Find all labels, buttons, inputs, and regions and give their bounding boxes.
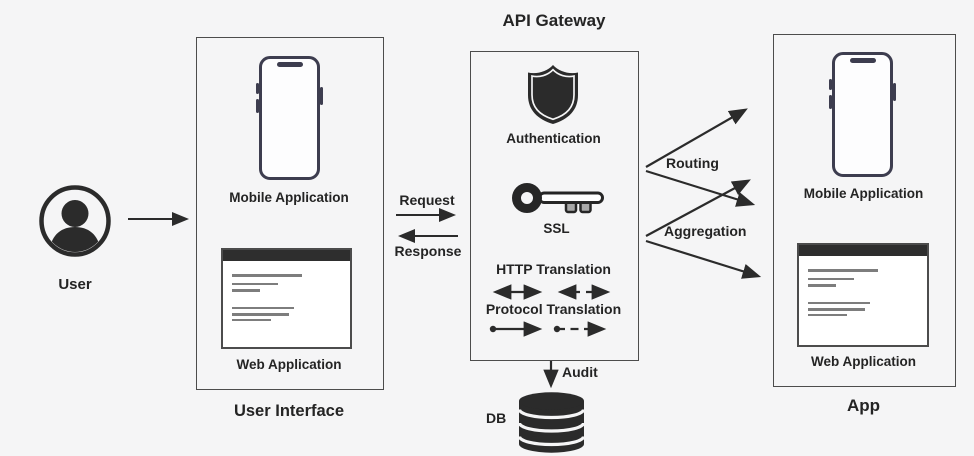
user-icon [39, 185, 111, 257]
ssl-label: SSL [543, 221, 570, 236]
app-caption: App [846, 396, 881, 415]
user-label: User [58, 276, 92, 293]
authentication-shield-icon [528, 65, 578, 124]
aggregation-arrow-down [645, 239, 762, 279]
user-interface-caption: User Interface [233, 402, 345, 420]
response-label: Response [394, 243, 462, 259]
app-web-label: Web Application [810, 354, 916, 369]
phone-notch [849, 58, 876, 63]
protocol-translation-arrows-icon [489, 321, 607, 337]
api-gateway-box [470, 51, 639, 361]
app-web-browser-icon [797, 243, 929, 347]
phone-notch [276, 62, 303, 67]
audit-label: Audit [562, 364, 598, 380]
routing-arrow-down [645, 169, 756, 207]
app-box [773, 34, 956, 387]
authentication-label: Authentication [506, 131, 601, 146]
routing-label: Routing [666, 155, 719, 171]
db-label: DB [486, 410, 507, 426]
ui-web-label: Web Application [236, 357, 342, 372]
browser-titlebar [223, 250, 350, 261]
http-translation-arrows-icon [492, 284, 611, 300]
protocol-translation-label: Protocol Translation [485, 301, 622, 317]
http-translation-label: HTTP Translation [496, 261, 611, 277]
request-label: Request [399, 192, 455, 208]
mobile-phone-icon [256, 56, 323, 180]
ssl-key-icon [512, 183, 604, 214]
database-icon [518, 392, 585, 453]
user-interface-box [196, 37, 384, 390]
web-browser-icon [221, 248, 352, 349]
browser-titlebar [799, 245, 927, 256]
ui-mobile-label: Mobile Application [229, 190, 349, 205]
app-mobile-phone-icon [829, 52, 896, 177]
app-mobile-label: Mobile Application [803, 186, 924, 201]
aggregation-label: Aggregation [664, 223, 747, 239]
api-gateway-title: API Gateway [502, 11, 606, 30]
